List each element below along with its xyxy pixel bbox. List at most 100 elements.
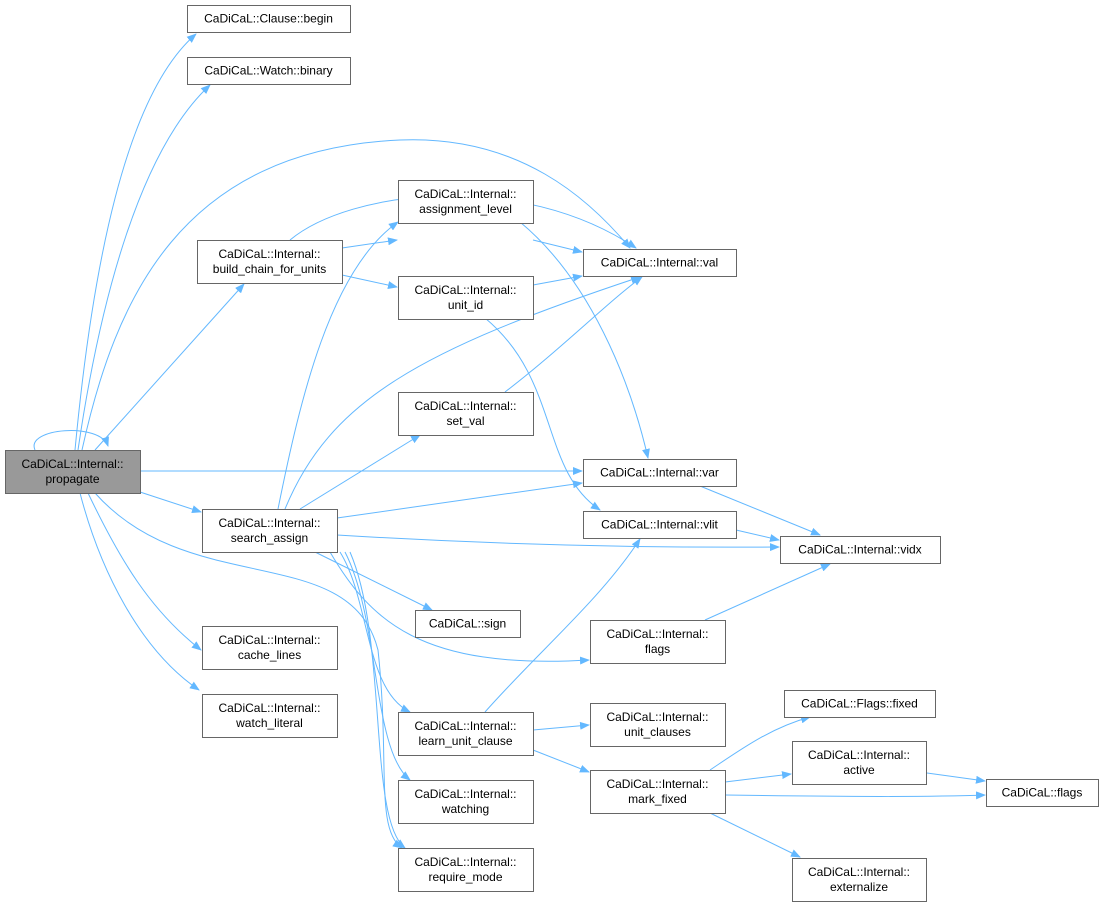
node-label: CaDiCaL::Internal::: [21, 457, 123, 471]
node-label: CaDiCaL::Internal::: [218, 633, 320, 647]
node-sign[interactable]: CaDiCaL::sign: [415, 610, 521, 638]
node-watch-literal[interactable]: CaDiCaL::Internal::watch_literal: [202, 694, 338, 738]
node-box: [583, 249, 737, 277]
node-box: [398, 780, 534, 824]
node-label: require_mode: [428, 870, 502, 884]
edge-mark_fixed-to-externalize: [709, 812, 801, 858]
edge-internal_flags-to-vidx: [704, 563, 831, 621]
node-clause-begin[interactable]: CaDiCaL::Clause::begin: [187, 5, 351, 33]
node-require-mode[interactable]: CaDiCaL::Internal::require_mode: [398, 848, 534, 892]
node-box: [398, 276, 534, 320]
node-box: [583, 459, 737, 487]
edge-var-to-vidx: [699, 485, 821, 536]
node-cadical-flags[interactable]: CaDiCaL::flags: [986, 779, 1099, 807]
edge-propagate-to-watch_binary: [77, 84, 211, 451]
edge-search_assign-to-val: [284, 276, 641, 510]
node-cache-lines[interactable]: CaDiCaL::Internal::cache_lines: [202, 626, 338, 670]
edge-assignment_level-to-val: [532, 239, 583, 254]
edge-propagate-to-search_assign: [139, 491, 202, 513]
node-propagate[interactable]: CaDiCaL::Internal::propagate: [5, 450, 141, 494]
node-label: search_assign: [231, 531, 308, 545]
edge-propagate-to-clause_begin: [74, 33, 197, 451]
node-active[interactable]: CaDiCaL::Internal::active: [792, 741, 927, 785]
node-label: CaDiCaL::Internal::: [218, 516, 320, 530]
node-box: [590, 703, 726, 747]
edge-learn_unit_clause-to-mark_fixed: [532, 749, 590, 773]
edge-assignment_level-to-var: [519, 221, 650, 459]
node-mark-fixed[interactable]: CaDiCaL::Internal::mark_fixed: [590, 770, 726, 814]
edge-search_assign-to-assignment_level: [277, 221, 399, 510]
node-box: [415, 610, 521, 638]
node-val[interactable]: CaDiCaL::Internal::val: [583, 249, 737, 277]
node-label: watching: [441, 802, 489, 816]
node-label: CaDiCaL::Internal::: [808, 748, 910, 762]
node-label: CaDiCaL::Internal::vlit: [601, 518, 718, 532]
node-label: CaDiCaL::flags: [1002, 786, 1083, 800]
node-box: [398, 712, 534, 756]
node-search-assign[interactable]: CaDiCaL::Internal::search_assign: [202, 509, 338, 553]
node-box: [202, 509, 338, 553]
node-box: [187, 5, 351, 33]
node-label: CaDiCaL::Internal::: [606, 777, 708, 791]
node-label: CaDiCaL::Flags::fixed: [801, 697, 918, 711]
node-box: [792, 858, 927, 902]
node-label: CaDiCaL::Internal::: [414, 187, 516, 201]
node-box: [784, 690, 936, 718]
node-box: [590, 770, 726, 814]
node-label: CaDiCaL::sign: [429, 617, 506, 631]
node-label: CaDiCaL::Internal::: [414, 855, 516, 869]
node-label: CaDiCaL::Internal::vidx: [798, 543, 921, 557]
edge-mark_fixed-to-active: [724, 771, 792, 783]
node-label: active: [843, 763, 875, 777]
node-label: CaDiCaL::Internal::: [414, 399, 516, 413]
node-label: learn_unit_clause: [418, 734, 512, 748]
node-box: [187, 57, 351, 85]
node-learn-unit-clause[interactable]: CaDiCaL::Internal::learn_unit_clause: [398, 712, 534, 756]
node-label: CaDiCaL::Internal::: [218, 247, 320, 261]
edge-learn_unit_clause-to-unit_clauses: [532, 721, 590, 731]
node-unit-clauses[interactable]: CaDiCaL::Internal::unit_clauses: [590, 703, 726, 747]
edge-mark_fixed-to-cadical_flags: [724, 791, 986, 800]
edge-search_assign-to-learn_unit_clause: [339, 551, 411, 713]
edge-propagate-to-val: [81, 139, 631, 451]
node-internal-flags[interactable]: CaDiCaL::Internal::flags: [590, 620, 726, 664]
node-label: unit_clauses: [624, 725, 691, 739]
node-label: watch_literal: [235, 716, 303, 730]
node-flags-fixed[interactable]: CaDiCaL::Flags::fixed: [784, 690, 936, 718]
edge-propagate-to-cache_lines: [87, 492, 202, 651]
node-var[interactable]: CaDiCaL::Internal::var: [583, 459, 737, 487]
node-box: [398, 848, 534, 892]
node-unit-id[interactable]: CaDiCaL::Internal::unit_id: [398, 276, 534, 320]
node-build-chain-for-units[interactable]: CaDiCaL::Internal::build_chain_for_units: [197, 240, 343, 284]
node-label: build_chain_for_units: [213, 262, 326, 276]
node-assignment-level[interactable]: CaDiCaL::Internal::assignment_level: [398, 180, 534, 224]
node-label: set_val: [446, 414, 484, 428]
node-vlit[interactable]: CaDiCaL::Internal::vlit: [583, 511, 737, 539]
edge-mark_fixed-to-flags_fixed: [709, 715, 811, 771]
node-label: assignment_level: [419, 202, 512, 216]
node-externalize[interactable]: CaDiCaL::Internal::externalize: [792, 858, 927, 902]
node-label: CaDiCaL::Internal::: [414, 787, 516, 801]
node-box: [398, 392, 534, 436]
node-label: CaDiCaL::Internal::: [808, 865, 910, 879]
edge-unit_id-to-vlit: [484, 317, 601, 511]
node-watching[interactable]: CaDiCaL::Internal::watching: [398, 780, 534, 824]
edge-vlit-to-vidx: [735, 529, 780, 542]
node-box: [202, 694, 338, 738]
edge-search_assign-to-sign: [314, 551, 433, 611]
node-label: CaDiCaL::Watch::binary: [204, 64, 332, 78]
edge-search_assign-to-watching: [344, 551, 411, 781]
node-label: CaDiCaL::Internal::: [414, 719, 516, 733]
node-label: flags: [645, 642, 670, 656]
node-label: CaDiCaL::Internal::: [218, 701, 320, 715]
node-set-val[interactable]: CaDiCaL::Internal::set_val: [398, 392, 534, 436]
node-vidx[interactable]: CaDiCaL::Internal::vidx: [780, 536, 941, 564]
node-label: unit_id: [448, 298, 483, 312]
node-watch-binary[interactable]: CaDiCaL::Watch::binary: [187, 57, 351, 85]
edge-active-to-cadical_flags: [926, 772, 986, 784]
edge-search_assign-to-set_val: [299, 434, 421, 510]
node-box: [398, 180, 534, 224]
node-label: CaDiCaL::Internal::: [606, 627, 708, 641]
node-label: CaDiCaL::Clause::begin: [204, 12, 333, 26]
